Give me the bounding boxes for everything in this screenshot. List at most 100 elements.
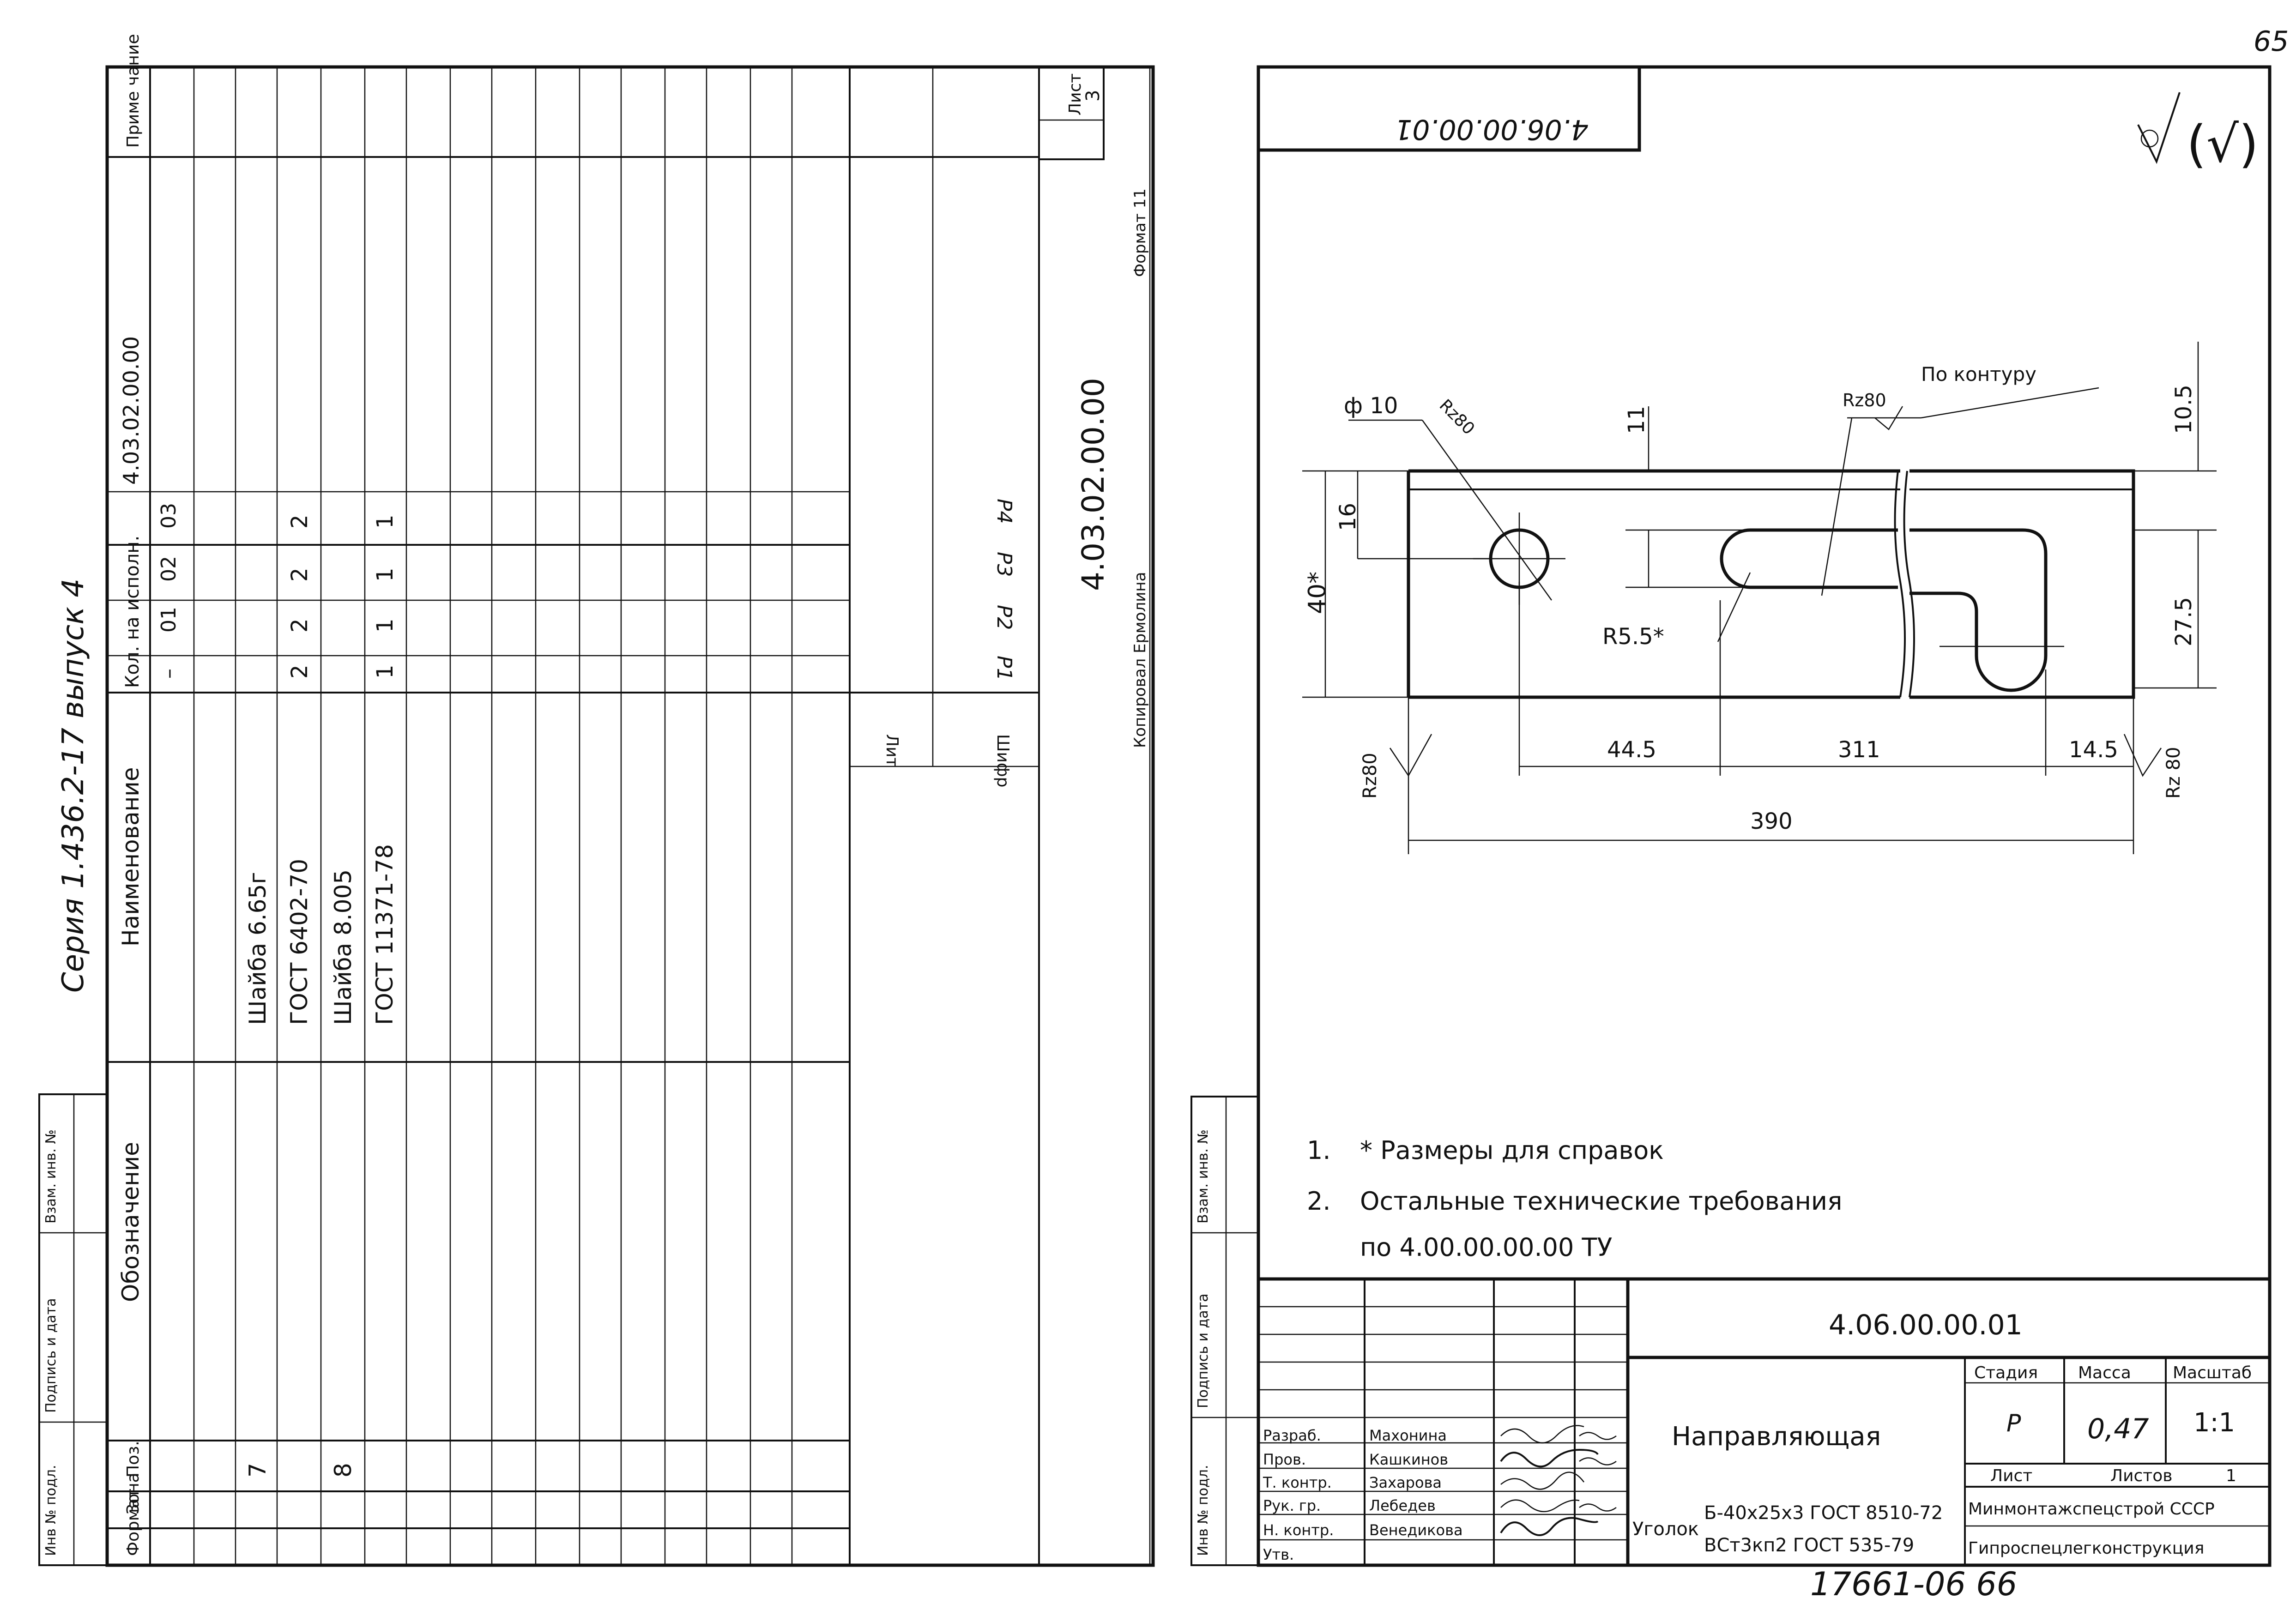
note-num: 1. xyxy=(1307,1136,1331,1165)
sheet-number: 3 xyxy=(1082,90,1104,102)
col-name: Наименование xyxy=(117,767,144,947)
code-p2: P2 xyxy=(992,605,1016,630)
role: Н. контр. xyxy=(1263,1521,1334,1539)
qty-cell: 1 xyxy=(372,618,398,633)
variant-1: 01 xyxy=(157,607,181,633)
contour-note: По контуру xyxy=(1921,363,2036,386)
org-line-2: Гипроспецлегконструкция xyxy=(1968,1539,2204,1558)
role: Разраб. xyxy=(1263,1427,1321,1444)
rz-left: Rz80 xyxy=(1359,753,1381,799)
top-code-box xyxy=(1257,65,1641,152)
person: Кашкинов xyxy=(1369,1451,1448,1468)
role: Пров. xyxy=(1263,1451,1306,1468)
person: Захарова xyxy=(1369,1474,1442,1491)
signatures xyxy=(1500,1425,1617,1536)
big-code: 4.03.02.00.00 xyxy=(1075,378,1111,591)
sign-date-label: Подпись и дата xyxy=(43,1298,59,1413)
sheet-label: Лист xyxy=(1066,73,1085,115)
qty-cell: 2 xyxy=(287,567,313,582)
col-pos: Поз. xyxy=(124,1441,143,1477)
sheets-count: 1 xyxy=(2226,1466,2236,1485)
vzam-label: Взам. инв. № xyxy=(43,1129,59,1224)
title-code: 4.06.00.00.01 xyxy=(1829,1309,2023,1341)
code-p4: P4 xyxy=(992,499,1016,524)
row-name: ГОСТ 11371-78 xyxy=(371,844,398,1025)
vzam-label: Взам. инв. № xyxy=(1195,1129,1211,1224)
dim-r55: R5.5* xyxy=(1602,624,1664,650)
shifr-label: Шифр xyxy=(993,734,1012,788)
row-name: ГОСТ 6402-70 xyxy=(286,859,313,1025)
inv-podl-label: Инв № подл. xyxy=(43,1465,59,1556)
material-line-2: ВСт3кп2 ГОСТ 535-79 xyxy=(1704,1535,1914,1556)
qty-cell: 2 xyxy=(287,664,313,679)
code-p3: P3 xyxy=(992,552,1016,577)
role: Т. контр. xyxy=(1263,1474,1332,1491)
doc-code: 4.03.02.00.00 xyxy=(119,336,144,485)
right-side-stamp: Инв № подл. Подпись и дата Взам. инв. № xyxy=(1190,1096,1259,1566)
page-number: 65 xyxy=(2254,25,2289,58)
col-format: Формат xyxy=(124,1489,143,1556)
top-code: 4.06.00.00.01 xyxy=(1395,113,1589,145)
stage-label: Стадия xyxy=(1974,1363,2038,1382)
series-label: Серия 1.436.2-17 выпуск 4 xyxy=(56,579,91,993)
note-text: Остальные технические требования xyxy=(1360,1187,1842,1216)
qty-cell: 2 xyxy=(287,514,313,529)
dim-11: 11 xyxy=(1624,406,1649,434)
row-name: Шайба 8.005 xyxy=(330,869,356,1025)
left-side-stamp: Инв № подл. Подпись и дата Взам. инв. № xyxy=(38,1093,108,1566)
variant-2: 02 xyxy=(157,556,181,582)
qty-cell: 1 xyxy=(372,567,398,582)
format-label: Формат 11 xyxy=(1131,188,1149,277)
material-line-1: Б-40х25х3 ГОСТ 8510-72 xyxy=(1704,1502,1943,1524)
title-block: 4.06.00.00.01 Направляющая Стадия Масса … xyxy=(1257,1277,2272,1567)
rz-right: Rz 80 xyxy=(2163,747,2184,799)
slot xyxy=(1720,528,1898,589)
part-name: Направляющая xyxy=(1672,1422,1881,1452)
note-text: по 4.00.00.00.00 ТУ xyxy=(1360,1233,1612,1262)
variant-3: 03 xyxy=(157,503,181,529)
mass-value: 0,47 xyxy=(2087,1413,2149,1445)
spec-grid xyxy=(193,67,1039,1565)
mass-label: Масса xyxy=(2078,1363,2131,1382)
technical-notes: 1. * Размеры для справок 2. Остальные те… xyxy=(1307,1136,1842,1262)
spec-right-strip xyxy=(1038,66,1154,1566)
dim-445: 44.5 xyxy=(1607,737,1656,763)
dim-105: 10.5 xyxy=(2171,385,2197,434)
inv-podl-label: Инв № подл. xyxy=(1195,1465,1211,1556)
bottom-number: 17661-06 66 xyxy=(1810,1565,2017,1598)
dimensions: 40* 16 ф 10 Rz80 11 R5.5* Rz80 По контур… xyxy=(1302,342,2217,854)
roughness-note: (√) xyxy=(2187,115,2259,174)
part-drawing-sheet: 4.06.00.00.01 (√) xyxy=(1190,65,2272,1598)
stage-value: Р xyxy=(2006,1410,2021,1437)
qty-cell: 2 xyxy=(287,618,313,633)
col-note: Приме чание xyxy=(124,34,143,148)
org-line-1: Минмонтажспецстрой СССР xyxy=(1968,1500,2215,1519)
dim-311: 311 xyxy=(1838,737,1880,763)
part-outline xyxy=(1407,469,2135,699)
person: Венедикова xyxy=(1369,1521,1463,1539)
dim-16: 16 xyxy=(1335,503,1361,531)
col-designation: Обозначение xyxy=(117,1142,144,1302)
role: Утв. xyxy=(1263,1546,1294,1563)
row-name: Шайба 6.65г xyxy=(244,872,271,1025)
dim-390: 390 xyxy=(1750,808,1793,834)
note-text: * Размеры для справок xyxy=(1360,1136,1664,1165)
role: Рук. гр. xyxy=(1263,1497,1321,1514)
sheet-label: Лист xyxy=(1990,1466,2032,1485)
sheet-box xyxy=(1038,66,1105,160)
code-p1: P1 xyxy=(992,656,1016,681)
lit-label: Лит xyxy=(882,734,901,767)
variant-0: – xyxy=(157,669,181,679)
sign-date-label: Подпись и дата xyxy=(1195,1294,1211,1409)
spec-rows: 7 Шайба 6.65г ГОСТ 6402-70 8 Шайба 8.005… xyxy=(244,514,398,1477)
qty-cell: 1 xyxy=(372,664,398,679)
qty-cell: 1 xyxy=(372,514,398,529)
dim-145: 14.5 xyxy=(2069,737,2118,763)
roughness-symbol: (√) xyxy=(2137,92,2259,174)
spec-frame xyxy=(105,65,1155,1567)
scale-value: 1:1 xyxy=(2193,1408,2235,1438)
rz-top: Rz80 xyxy=(1843,390,1886,410)
specification-sheet: Серия 1.436.2-17 выпуск 4 xyxy=(38,34,1155,1567)
copied-by: Копировал Ермолина xyxy=(1131,572,1149,748)
